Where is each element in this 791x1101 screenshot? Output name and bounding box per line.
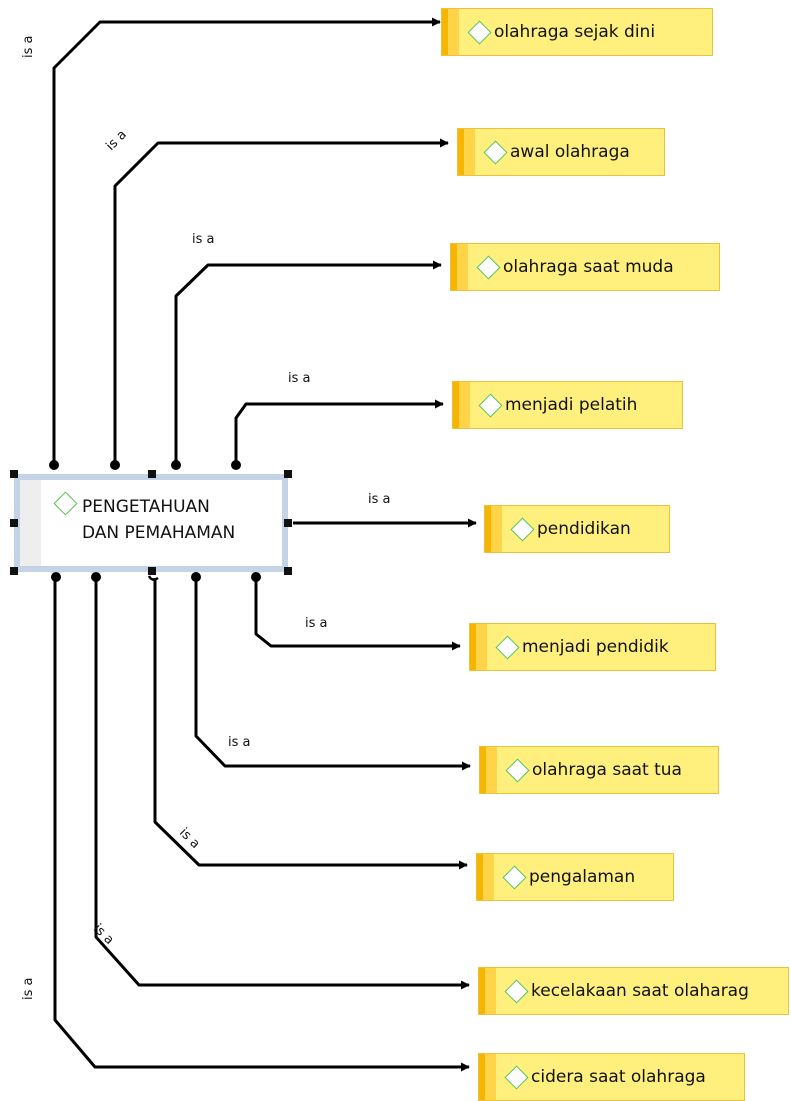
diamond-icon — [478, 393, 503, 418]
diamond-icon — [510, 517, 535, 542]
diamond-icon — [504, 1065, 529, 1090]
connector-anchor-dot — [51, 572, 61, 582]
central-label-line1: PENGETAHUAN — [82, 497, 210, 517]
concept-node[interactable]: awal olahraga — [457, 128, 665, 176]
node-accent-bar — [485, 1054, 496, 1100]
node-accent-bar — [464, 129, 475, 175]
node-accent-bar — [442, 9, 448, 55]
is-a-connector[interactable] — [254, 578, 461, 651]
is-a-label: is a — [192, 232, 215, 247]
concept-node-label: pengalaman — [529, 867, 636, 887]
concept-node[interactable]: olahraga sejak dini — [441, 8, 713, 56]
concept-node-label: cidera saat olahraga — [531, 1067, 706, 1087]
selection-handle[interactable] — [10, 519, 18, 527]
diamond-icon — [505, 758, 530, 783]
node-accent-bar — [476, 624, 487, 670]
node-accent-bar — [485, 506, 491, 552]
is-a-label: is a — [305, 616, 328, 631]
selection-handle[interactable] — [148, 567, 156, 575]
concept-node[interactable]: kecelakaan saat olaharag — [478, 967, 789, 1015]
node-accent-bar — [480, 747, 486, 793]
node-accent-bar — [479, 968, 485, 1014]
connector-anchor-dot — [91, 572, 101, 582]
connector-anchor-dot — [110, 460, 120, 470]
is-a-label: is a — [368, 492, 391, 507]
concept-node-label: olahraga sejak dini — [494, 22, 656, 42]
is-a-label: is a — [21, 35, 36, 58]
concept-node-label: menjadi pendidik — [522, 637, 669, 657]
concept-node-label: kecelakaan saat olaharag — [531, 981, 749, 1001]
node-accent-bar — [479, 1054, 485, 1100]
central-concept-node[interactable]: PENGETAHUAN DAN PEMAHAMAN — [14, 474, 288, 572]
connector-anchor-dot — [191, 572, 201, 582]
selection-handle[interactable] — [284, 519, 292, 527]
connector-anchor-dot — [231, 460, 241, 470]
concept-node[interactable]: olahraga saat muda — [450, 243, 720, 291]
node-accent-bar — [448, 9, 459, 55]
diamond-icon — [476, 255, 501, 280]
is-a-connector[interactable] — [153, 578, 468, 870]
connector-anchor-dot — [49, 460, 59, 470]
is-a-label: is a — [288, 371, 311, 386]
concept-node[interactable]: menjadi pendidik — [469, 623, 716, 671]
concept-node[interactable]: olahraga saat tua — [479, 746, 719, 794]
concept-node[interactable]: menjadi pelatih — [452, 381, 683, 429]
is-a-label: is a — [21, 977, 36, 1000]
concept-node-label: olahraga saat muda — [503, 257, 674, 277]
is-a-connector[interactable] — [53, 578, 470, 1072]
node-accent-bar — [458, 129, 464, 175]
concept-node-label: olahraga saat tua — [532, 760, 682, 780]
connector-anchor-dot — [171, 460, 181, 470]
selection-handle[interactable] — [10, 470, 18, 478]
selection-handle[interactable] — [284, 567, 292, 575]
node-accent-bar — [483, 854, 494, 900]
node-accent-bar — [485, 968, 496, 1014]
central-label-line2: DAN PEMAHAMAN — [82, 523, 236, 543]
node-accent-bar — [457, 244, 468, 290]
diamond-icon — [504, 979, 529, 1004]
node-accent-bar — [451, 244, 457, 290]
concept-node-label: pendidikan — [537, 519, 631, 539]
central-concept-label: PENGETAHUAN DAN PEMAHAMAN — [82, 494, 235, 546]
concept-node[interactable]: pengalaman — [476, 853, 674, 901]
concept-node[interactable]: cidera saat olahraga — [478, 1053, 745, 1101]
node-accent-bar — [453, 382, 459, 428]
is-a-connector[interactable] — [52, 17, 441, 465]
connector-hook — [147, 575, 159, 581]
is-a-connector[interactable] — [94, 578, 470, 990]
node-accent-bar — [486, 747, 497, 793]
diamond-icon — [53, 491, 78, 516]
is-a-connector[interactable] — [113, 138, 449, 465]
node-accent-bar — [470, 624, 476, 670]
central-node-strip — [20, 480, 41, 566]
node-accent-bar — [459, 382, 470, 428]
diamond-icon — [495, 635, 520, 660]
connector-anchor-dot — [251, 572, 261, 582]
is-a-connector[interactable] — [234, 399, 444, 465]
diamond-icon — [483, 140, 508, 165]
concept-node-label: awal olahraga — [510, 142, 630, 162]
diamond-icon — [467, 20, 492, 45]
diamond-icon — [502, 865, 527, 890]
selection-handle[interactable] — [10, 567, 18, 575]
selection-handle[interactable] — [148, 470, 156, 478]
node-accent-bar — [477, 854, 483, 900]
is-a-label: is a — [228, 735, 251, 750]
concept-node-label: menjadi pelatih — [505, 395, 638, 415]
is-a-connector[interactable] — [174, 260, 442, 465]
selection-handle[interactable] — [284, 470, 292, 478]
is-a-connector[interactable] — [194, 578, 471, 771]
concept-node[interactable]: pendidikan — [484, 505, 670, 553]
node-accent-bar — [491, 506, 502, 552]
